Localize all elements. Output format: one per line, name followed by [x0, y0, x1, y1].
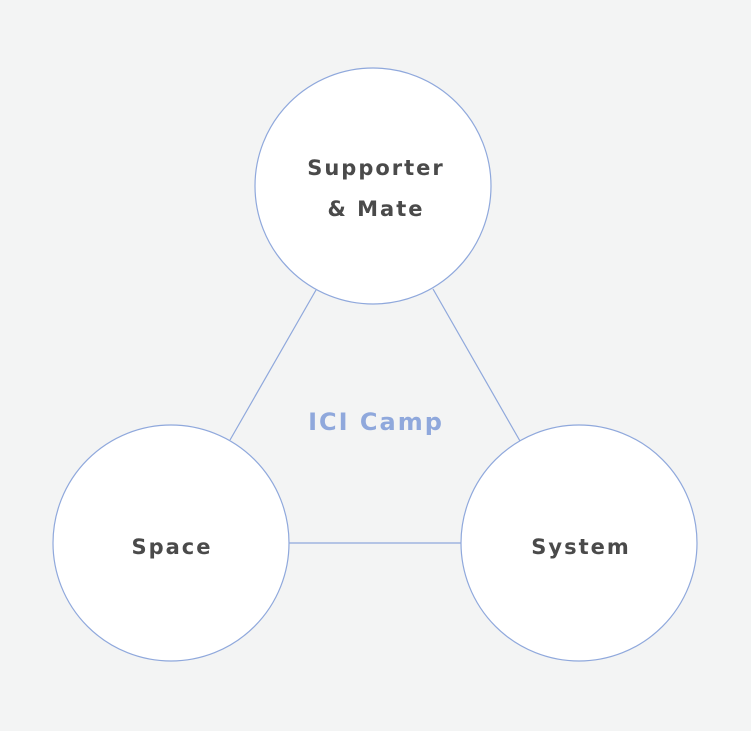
- node-system: System: [460, 424, 698, 662]
- node-label-top-line1: Supporter: [307, 156, 445, 180]
- node-label-space: Space: [131, 535, 212, 559]
- center-label: ICI Camp: [308, 408, 444, 436]
- node-circle-right: [460, 424, 698, 662]
- edge-top-right: [432, 288, 521, 442]
- node-label-system: System: [531, 535, 630, 559]
- node-label-top-line2: & Mate: [328, 197, 425, 221]
- node-supporter-mate: Supporter & Mate: [254, 67, 492, 305]
- node-circle-top: [254, 67, 492, 305]
- node-circle-left: [52, 424, 290, 662]
- edge-top-left: [229, 289, 317, 441]
- node-space: Space: [52, 424, 290, 662]
